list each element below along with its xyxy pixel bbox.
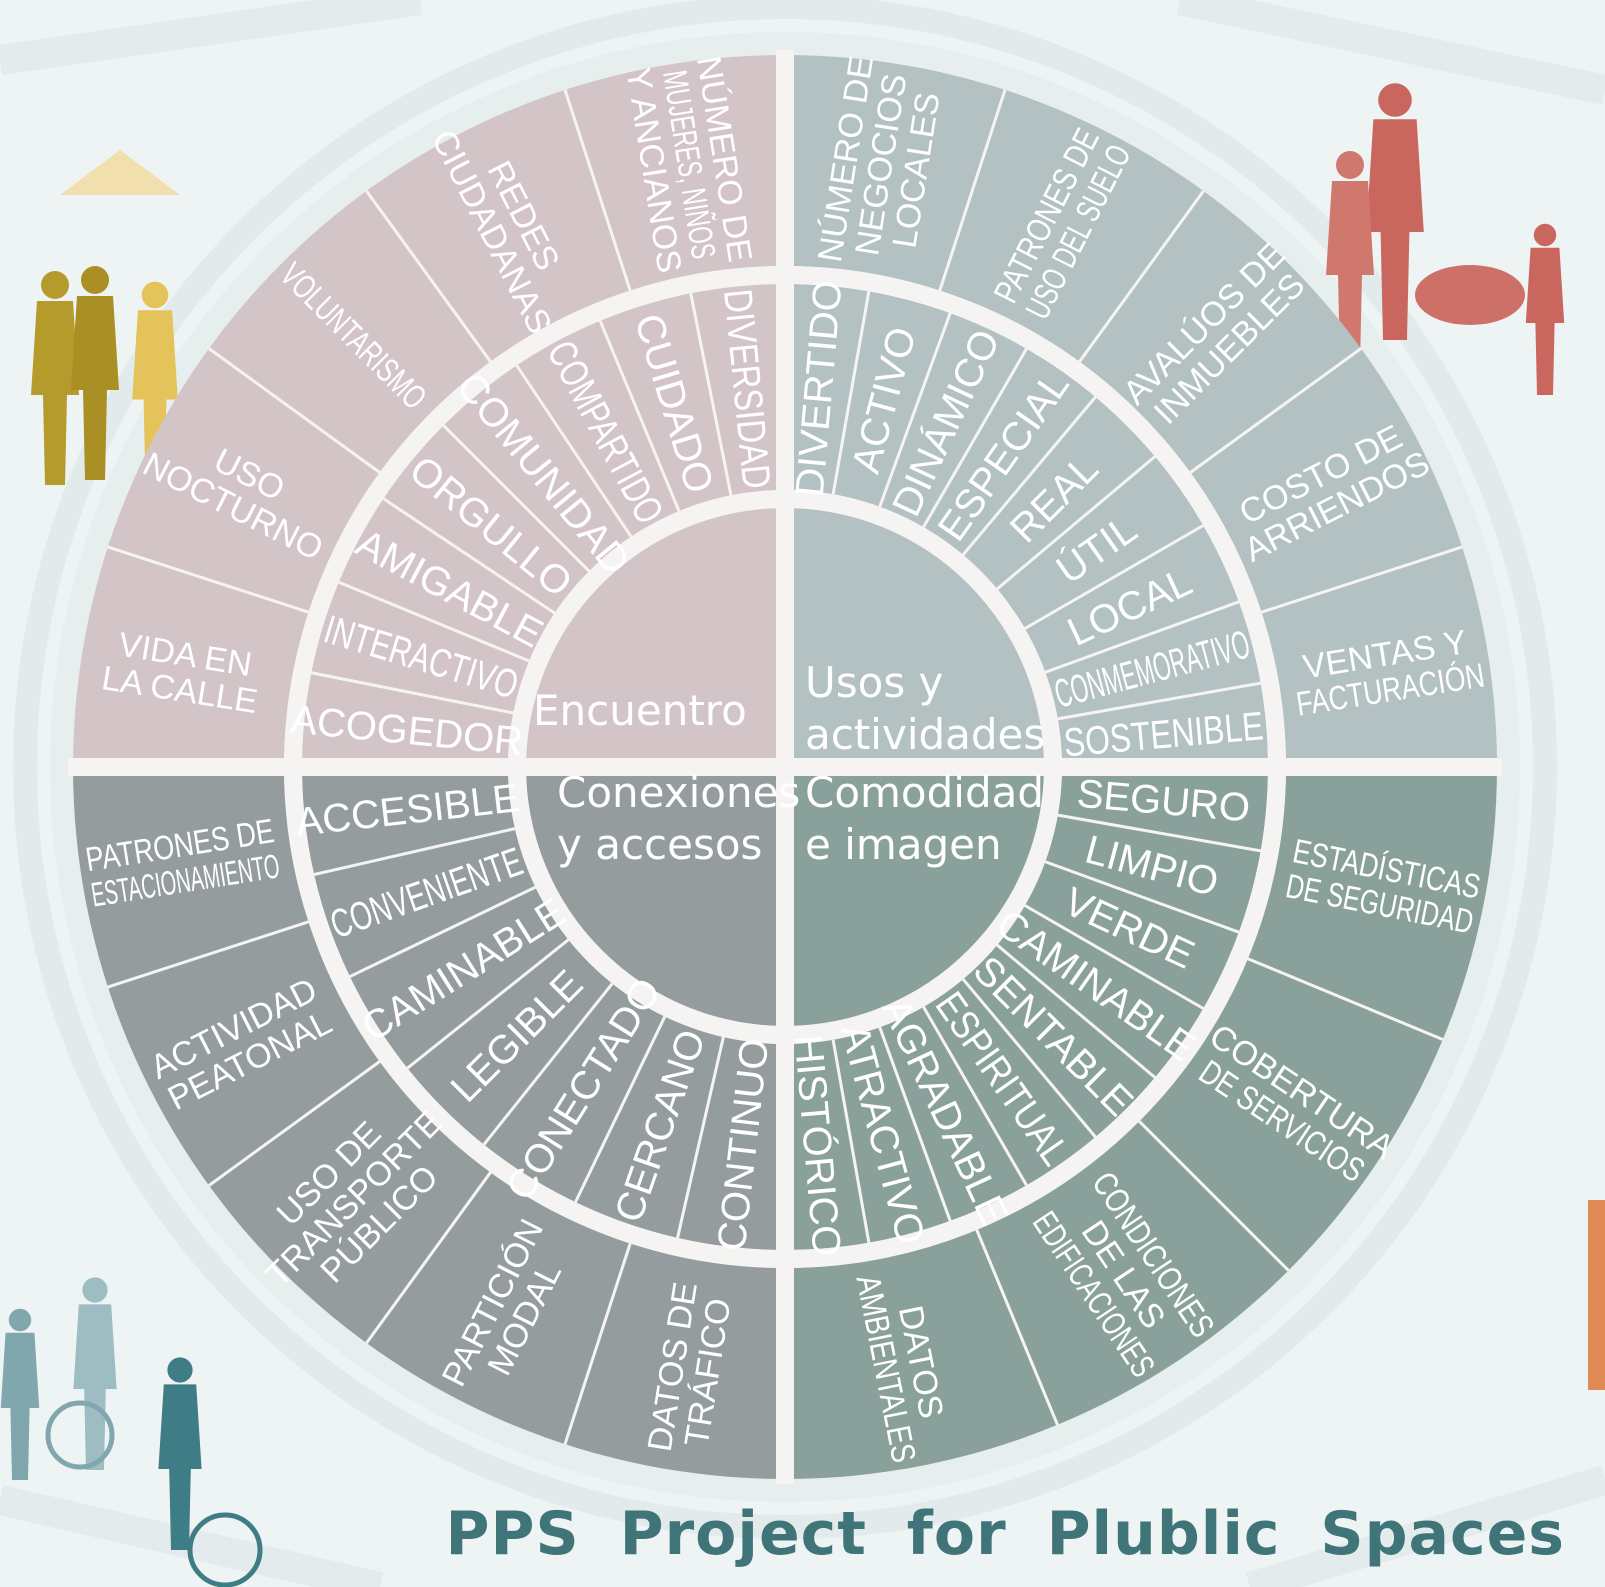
wheel-rings [68, 50, 1502, 1484]
core-label-line: Comodidad [805, 768, 1044, 817]
core-encuentro [526, 508, 785, 767]
measure-divider [107, 920, 309, 989]
measure-divider [1247, 957, 1444, 1041]
musician-silhouette [132, 281, 178, 485]
attribute-divider [1044, 600, 1240, 674]
measure-divider [365, 1171, 492, 1344]
measure-divider [1138, 1120, 1290, 1272]
attribute-divider [996, 943, 1156, 1079]
core-label-encuentro: Encuentro [533, 686, 747, 735]
attribute-divider [922, 1006, 1028, 1187]
measure-divider [1261, 545, 1463, 614]
cyclist-silhouette-1 [0, 1308, 40, 1480]
core-conexiones [526, 767, 785, 1026]
measure-divider [975, 1229, 1059, 1426]
attribute-divider [961, 978, 1097, 1138]
attribute-divider [598, 320, 681, 512]
child-silhouette-1 [1326, 151, 1374, 365]
attribute-divider [1057, 681, 1261, 721]
attribute-divider [442, 424, 591, 573]
measure-divider [1078, 190, 1205, 363]
bike-wheel [45, 1400, 115, 1470]
dancer-silhouette-1 [31, 271, 79, 485]
core-usos [785, 508, 1044, 767]
child-silhouette-2 [1525, 223, 1565, 395]
attribute-divider [574, 1015, 667, 1203]
attribute-divider [961, 396, 1097, 556]
footer-credit: PPS Project for Plublic Spaces [445, 1499, 1565, 1569]
people-silhouettes [0, 83, 1605, 1587]
attributes-ring-conexiones [302, 767, 785, 1250]
measure-divider [938, 89, 1007, 291]
dancer-silhouette-2 [71, 266, 119, 480]
horizontal-divider [68, 758, 1502, 776]
attribute-divider [1024, 904, 1205, 1010]
attribute-divider [310, 671, 514, 715]
attribute-divider [482, 982, 614, 1146]
attribute-divider [1024, 524, 1205, 630]
measure-divider [208, 347, 381, 474]
measures-ring-usos [785, 55, 1497, 767]
attribute-divider [1044, 860, 1240, 934]
walker-silhouette [73, 1277, 117, 1470]
attribute-divider [996, 455, 1156, 591]
measures-ring-encuentro [73, 55, 785, 767]
measure-divider [563, 89, 632, 291]
attribute-divider [831, 1039, 871, 1243]
attribute-divider [406, 938, 570, 1070]
measures-ring-conexiones [73, 767, 785, 1479]
cyclist-silhouette-2 [158, 1357, 202, 1550]
attribute-divider [382, 497, 556, 615]
person-edge-silhouette [1588, 1200, 1605, 1390]
core-comodidad [785, 767, 1044, 1026]
core-label-line: e imagen [805, 820, 1002, 869]
attribute-divider [831, 291, 871, 495]
attribute-divider [515, 364, 633, 538]
attribute-divider [349, 885, 537, 978]
core-label-line: Conexiones [557, 768, 800, 817]
core-ring-divider [508, 490, 1062, 1044]
kiosk-canopy [60, 150, 180, 195]
attribute-divider [676, 1036, 725, 1239]
attribute-divider [689, 292, 733, 496]
adult-silhouette [1366, 83, 1424, 340]
attribute-divider [1057, 813, 1261, 853]
attribute-divider [338, 580, 530, 663]
measure-divider [107, 545, 309, 614]
attribute-divider [922, 347, 1028, 528]
attributes-ring-comodidad [785, 767, 1268, 1250]
core-label-line: y accesos [557, 820, 762, 869]
bike-wheel [187, 1512, 263, 1587]
attribute-divider [313, 827, 516, 876]
core-label-line: Encuentro [533, 686, 747, 735]
core-label-line: actividades [805, 710, 1045, 759]
measure-divider [1189, 347, 1362, 474]
measure-divider [365, 190, 492, 363]
core-label-line: Usos y [805, 658, 943, 707]
dog-silhouette [1415, 265, 1525, 325]
attribute-ring-divider [284, 266, 1286, 1268]
attribute-divider [878, 312, 952, 508]
attribute-divider [878, 1026, 952, 1222]
measure-divider [563, 1243, 632, 1445]
measure-divider [208, 1060, 381, 1187]
attributes-ring-usos [785, 284, 1268, 767]
